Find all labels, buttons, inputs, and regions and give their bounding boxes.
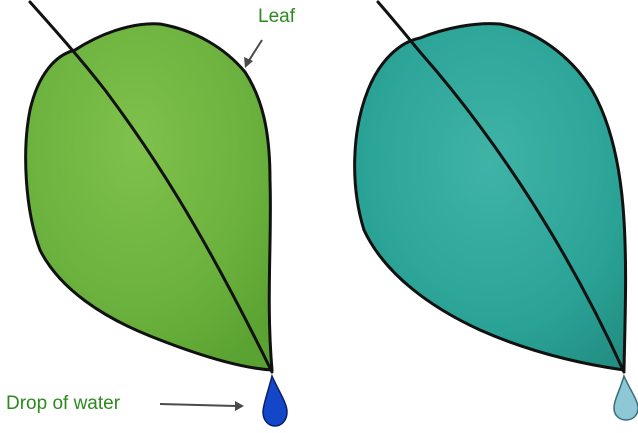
right-leaf xyxy=(355,2,638,420)
drop-of-water-label: Drop of water xyxy=(6,393,120,415)
left-leaf-blade xyxy=(26,24,272,370)
drop-arrow xyxy=(160,401,244,411)
drop-of-water-right xyxy=(614,376,638,420)
right-leaf-blade xyxy=(355,24,626,370)
left-leaf xyxy=(26,2,287,426)
leaf-arrow xyxy=(244,40,262,68)
drop-of-water-left xyxy=(263,376,287,426)
leaf-label: Leaf xyxy=(258,6,295,28)
